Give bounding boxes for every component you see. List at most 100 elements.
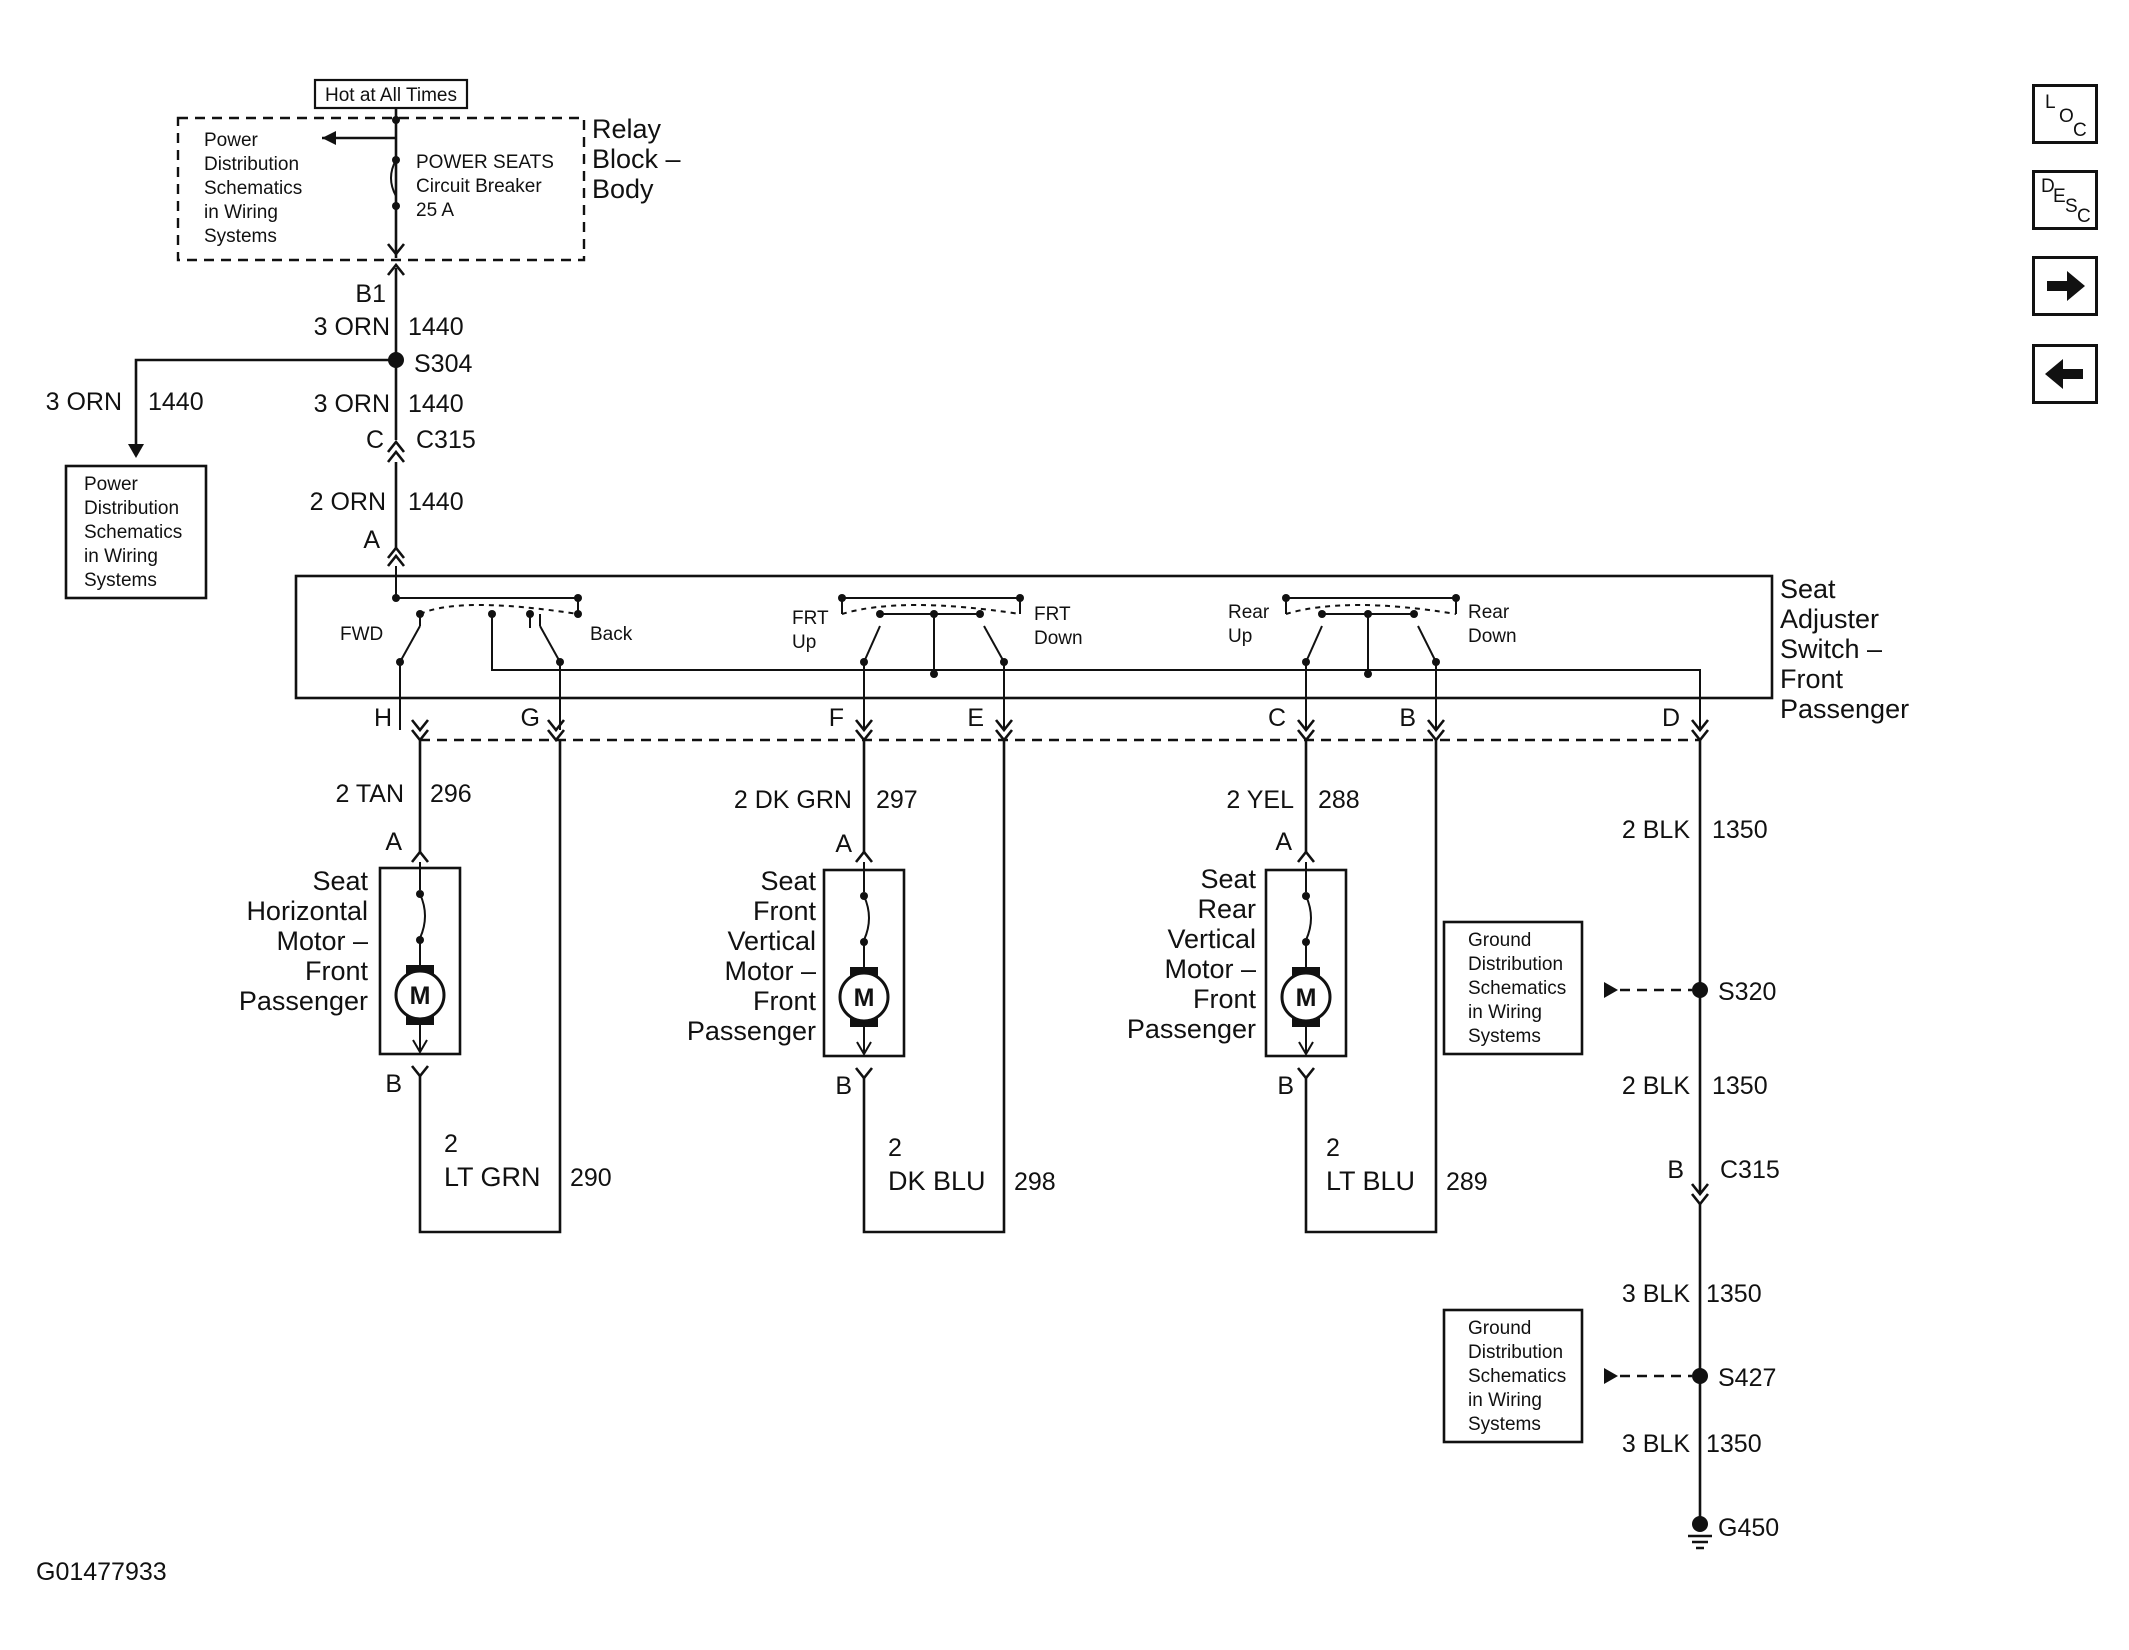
prev-button[interactable] [2032, 344, 2098, 404]
switch-pin: H [374, 704, 392, 732]
wire-color: LT BLU [1326, 1166, 1415, 1196]
ground-circuit: 2 BLK 1350 S320 Ground Distribution Sche… [1442, 740, 1780, 1550]
pd-note-line: Schematics [204, 178, 302, 199]
motor-pin-a: A [835, 830, 852, 858]
connector-label: C315 [1720, 1156, 1780, 1184]
motor-pin-a: A [1275, 828, 1292, 856]
wire-label: 3 ORN [314, 313, 390, 341]
wire-label: 3 ORN [314, 390, 390, 418]
ground-distribution-note-box [1442, 1308, 1584, 1444]
pd-note-line: Distribution [204, 154, 299, 175]
diagram-id: G01477933 [36, 1558, 167, 1586]
switch-position-frt-down: FRT [1034, 604, 1071, 625]
note-line: in Wiring [1468, 1002, 1542, 1023]
wire-label: 2 BLK [1622, 816, 1690, 844]
arrow-left-icon [2045, 359, 2083, 389]
breaker-label: POWER SEATS [416, 152, 554, 173]
splice-dot [1692, 1368, 1708, 1384]
power-distribution-note-box [64, 464, 208, 600]
switch-title: Front [1780, 664, 1844, 694]
splice-label: S427 [1718, 1364, 1776, 1392]
wire-label: 3 BLK [1622, 1280, 1690, 1308]
switch-pin: F [829, 704, 844, 732]
loc-glyph: L [2045, 92, 2056, 113]
motor-pin-b: B [835, 1072, 852, 1100]
switch-position-rear-up: Up [1228, 626, 1252, 647]
motor-pin-b: B [385, 1070, 402, 1098]
motor-front-vertical: 2 DK GRN 297 A M B Seat Front Vertical M… [687, 740, 1056, 1234]
pd-note-line: Power [204, 130, 259, 151]
note-line: Distribution [84, 498, 179, 519]
circuit-number: 1350 [1706, 1280, 1762, 1308]
switch-position-rear-down: Down [1468, 626, 1517, 647]
wire-label: 2 ORN [310, 488, 386, 516]
note-line: Systems [84, 570, 157, 591]
switch-pin: B [1399, 704, 1416, 732]
circuit-number: 1350 [1706, 1430, 1762, 1458]
switch-pin: E [967, 704, 984, 732]
circuit-number: 289 [1446, 1168, 1488, 1196]
motor-icon [1280, 971, 1332, 1023]
connector-label: C315 [416, 426, 476, 454]
relay-block: Hot at All Times Power Distribution Sche… [176, 78, 681, 262]
note-line: Ground [1468, 1318, 1531, 1339]
motor-name: Front [753, 986, 817, 1016]
circuit-number: 1350 [1712, 816, 1768, 844]
motor-name: Front [753, 896, 817, 926]
motor-name: Seat [312, 866, 368, 896]
motor-icon [394, 969, 446, 1021]
wire-color: LT GRN [444, 1162, 541, 1192]
motor-pin-a: A [385, 828, 402, 856]
next-button[interactable] [2032, 256, 2098, 316]
loc-glyph: C [2073, 120, 2087, 141]
switch-title: Passenger [1780, 694, 1909, 724]
hot-at-all-times-box [313, 78, 469, 110]
circuit-number: 298 [1014, 1168, 1056, 1196]
switch-position-rear-down: Rear [1468, 602, 1510, 623]
switch-title: Adjuster [1780, 604, 1879, 634]
note-line: Schematics [1468, 978, 1566, 999]
note-line: Distribution [1468, 1342, 1563, 1363]
note-line: Ground [1468, 930, 1531, 951]
relay-block-outline [176, 116, 586, 262]
switch-pin: D [1662, 704, 1680, 732]
wire-color: DK BLU [888, 1166, 986, 1196]
note-line: Power [84, 474, 139, 495]
wire-size: 2 [444, 1130, 458, 1158]
switch-pin: G [521, 704, 540, 732]
note-line: in Wiring [84, 546, 158, 567]
switch-outline [294, 574, 1774, 700]
motor-name: Seat [1200, 864, 1256, 894]
switch-position-rear-up: Rear [1228, 602, 1270, 623]
switch-title: Seat [1780, 574, 1836, 604]
motor-horizontal: 2 TAN 296 A M B Seat Horizontal Motor – … [239, 740, 612, 1234]
wire-label: 2 YEL [1226, 786, 1294, 814]
motor-pin-b: B [1277, 1072, 1294, 1100]
switch-pin: C [1268, 704, 1286, 732]
seat-adjuster-switch: Seat Adjuster Switch – Front Passenger F… [294, 566, 1909, 730]
note-line: Systems [1468, 1026, 1541, 1047]
wire-label: 2 BLK [1622, 1072, 1690, 1100]
connector-pin: C [366, 426, 384, 454]
switch-connector: H G F E C B D [374, 704, 1710, 743]
wire-label: 2 TAN [335, 780, 404, 808]
ground-symbol-icon [1688, 1534, 1712, 1550]
splice-label: S304 [414, 350, 472, 378]
motor-name: Motor – [724, 956, 816, 986]
motor-name: Motor – [276, 926, 368, 956]
terminal-b1: B1 [355, 280, 386, 308]
breaker-label: Circuit Breaker [416, 176, 542, 197]
wire-size: 2 [1326, 1134, 1340, 1162]
circuit-number: 297 [876, 786, 918, 814]
loc-glyph: O [2059, 106, 2074, 127]
motor-name: Vertical [1167, 924, 1256, 954]
circuit-number: 290 [570, 1164, 612, 1192]
motor-symbol: M [410, 982, 431, 1010]
arrow-left-icon [322, 131, 336, 145]
desc-glyph: C [2077, 206, 2091, 227]
desc-button[interactable]: D E S C [2032, 170, 2098, 230]
loc-button[interactable]: L O C [2032, 84, 2098, 144]
circuit-breaker-icon [390, 159, 397, 197]
switch-position-fwd: FWD [340, 624, 383, 645]
